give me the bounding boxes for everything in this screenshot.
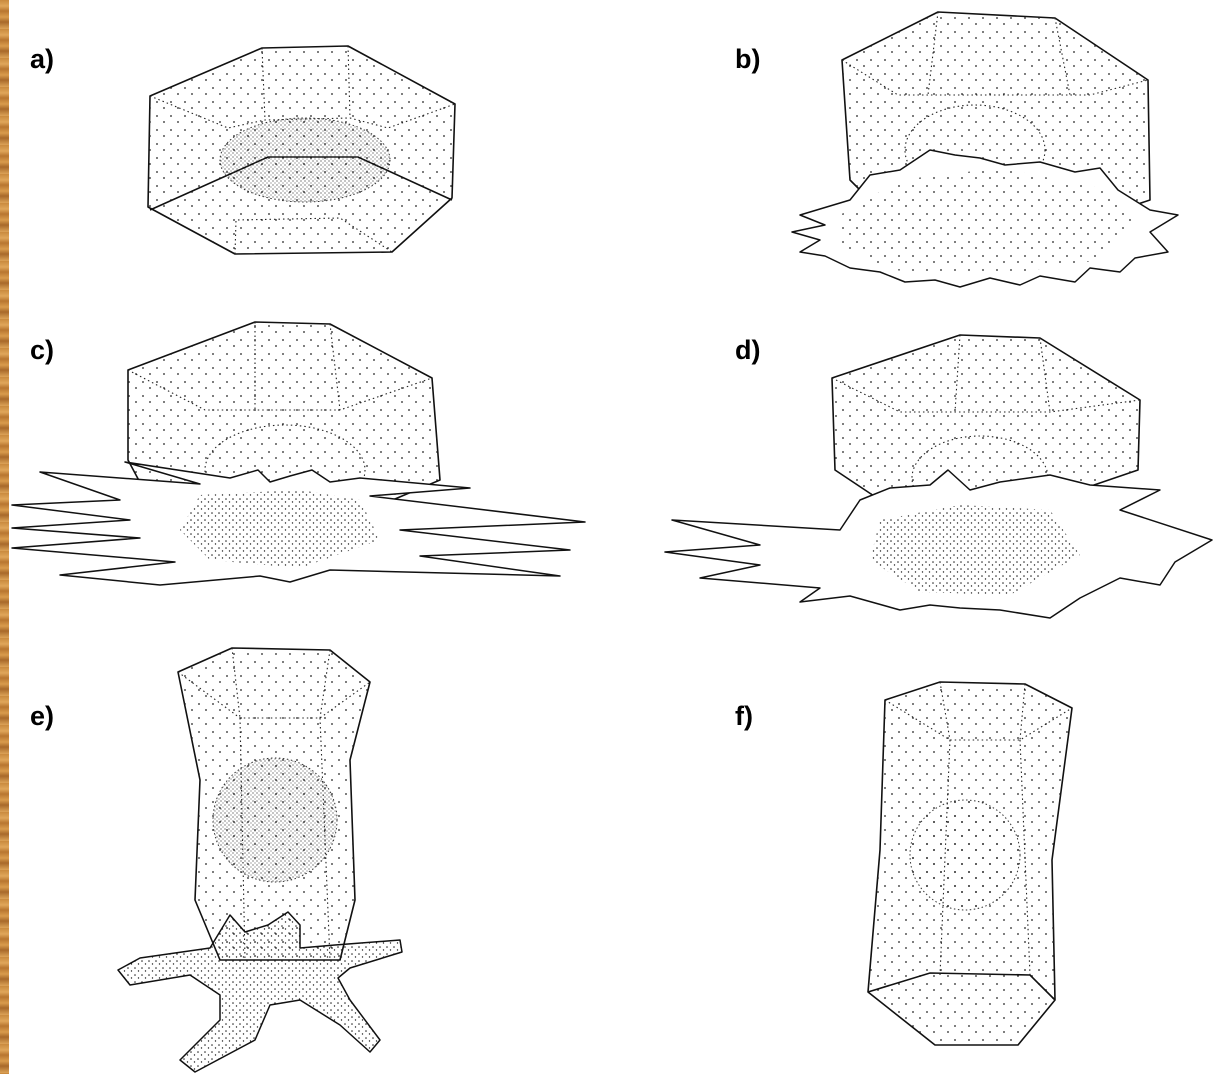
panel-label-e: e) [30,703,54,730]
panel-label-a: a) [30,46,54,73]
panel-f-cell [868,682,1072,1045]
panel-a-cell [148,46,455,254]
panel-label-c: c) [30,337,54,364]
panel-label-d: d) [735,337,760,364]
panel-label-f: f) [735,703,753,730]
panel-e-cell [118,648,402,1072]
panel-c-cell [12,322,585,585]
panel-d-cell [665,335,1212,618]
panel-label-b: b) [735,46,760,73]
panel-b-cell [792,12,1178,287]
